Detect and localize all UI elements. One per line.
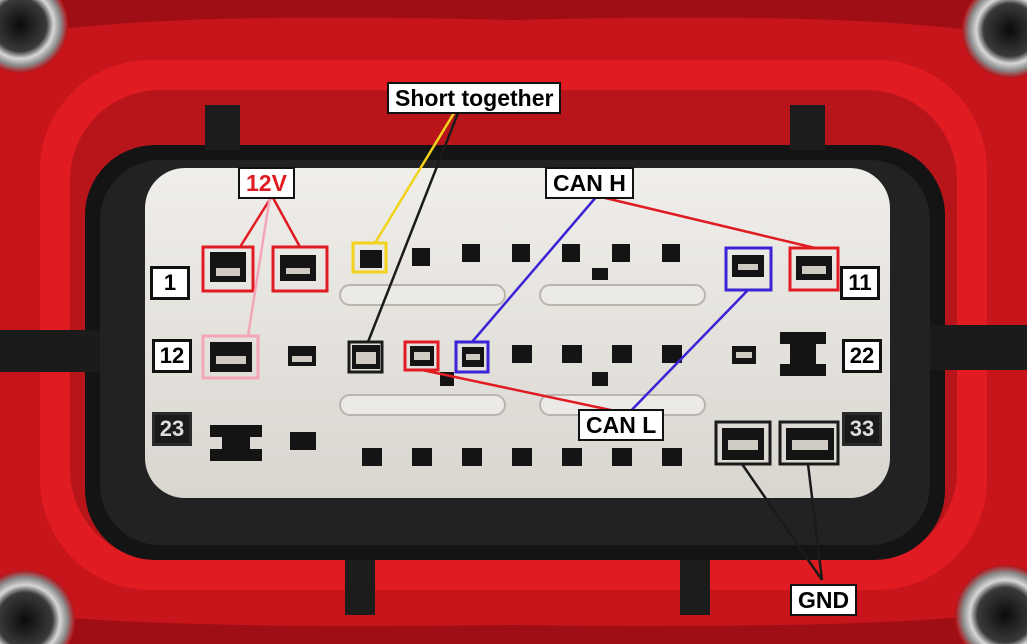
- mounting-hole-top-left: [0, 0, 68, 73]
- mounting-hole-bottom-right: [955, 565, 1027, 644]
- gnd-label: GND: [790, 584, 858, 616]
- can-h-pin-box-row1: [724, 246, 773, 292]
- pin-number-11: 11: [840, 266, 880, 300]
- pin-face: [145, 168, 890, 498]
- leader-lines: [238, 112, 824, 581]
- can-h-label: CAN H: [545, 167, 634, 199]
- pin-number-1: 1: [150, 266, 190, 300]
- short-together-label: Short together: [387, 82, 562, 114]
- mounting-hole-bottom-left: [0, 570, 75, 644]
- pin-number-23: 23: [152, 412, 192, 446]
- pin-number-12: 12: [152, 339, 192, 373]
- pin-row-1: [210, 244, 832, 282]
- can-l-label: CAN L: [578, 409, 665, 441]
- pin-number-33: 33: [842, 412, 882, 446]
- pin1-12v-box: [201, 245, 255, 293]
- pin12-box: [201, 334, 260, 380]
- short-pin-box-row1: [351, 241, 388, 274]
- mounting-hole-top-right: [962, 0, 1027, 78]
- 12v-label: 12V: [238, 167, 295, 199]
- short-pin-box-row2: [347, 340, 384, 374]
- pin-number-22: 22: [842, 339, 882, 373]
- can-l-pin-box-row2: [403, 340, 440, 372]
